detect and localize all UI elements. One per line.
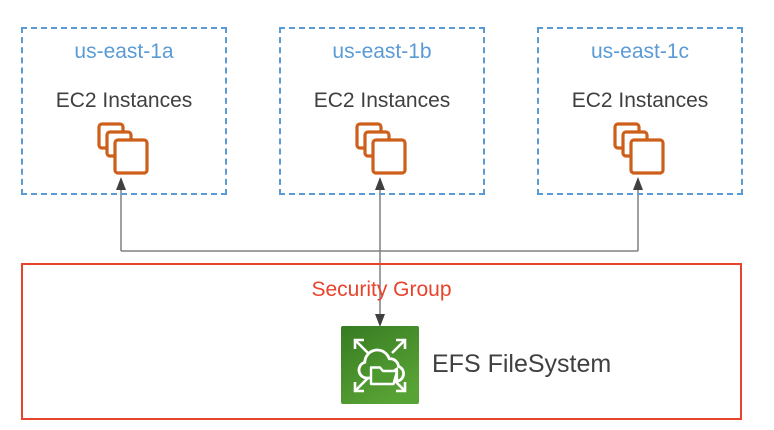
az-title: us-east-1a [74,40,174,63]
ec2-instances-label: EC2 Instances [313,89,451,112]
az-title: us-east-1c [590,40,690,63]
ec2-instances-icon [97,122,149,175]
ec2-instances-label: EC2 Instances [571,89,709,112]
az-box-us-east-1b: us-east-1b EC2 Instances [279,27,485,195]
az-box-us-east-1c: us-east-1c EC2 Instances [537,27,743,195]
efs-filesystem-icon [341,326,419,404]
az-title: us-east-1b [332,40,432,63]
security-group-box [21,263,742,420]
ec2-instances-label: EC2 Instances [55,89,193,112]
security-group-label: Security Group [311,278,452,301]
ec2-instances-icon [613,122,665,175]
ec2-instances-icon [355,122,407,175]
efs-filesystem-label: EFS FileSystem [432,350,612,378]
az-box-us-east-1a: us-east-1a EC2 Instances [21,27,227,195]
